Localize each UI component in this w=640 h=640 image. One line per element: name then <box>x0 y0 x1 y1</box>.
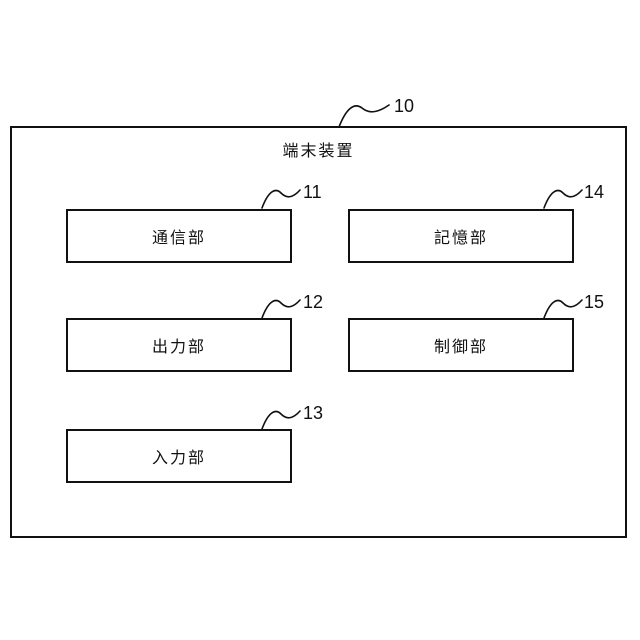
ref-label-10: 10 <box>394 96 415 116</box>
ref-label-13: 13 <box>303 403 324 423</box>
block-label: 制御部 <box>433 339 488 356</box>
ref-label-12: 12 <box>303 292 324 312</box>
block-label: 出力部 <box>151 339 206 356</box>
ref-label-15: 15 <box>584 292 605 312</box>
leader-squiggle-10 <box>338 104 390 128</box>
block-output-unit: 出力部 <box>66 318 292 372</box>
ref-label-11: 11 <box>303 182 322 202</box>
block-label: 通信部 <box>151 230 206 247</box>
terminal-device-box: 端末装置 <box>10 126 627 538</box>
diagram-title: 端末装置 <box>282 143 355 160</box>
block-storage-unit: 記憶部 <box>348 209 574 263</box>
block-control-unit: 制御部 <box>348 318 574 372</box>
block-communication-unit: 通信部 <box>66 209 292 263</box>
block-label: 入力部 <box>151 450 206 467</box>
block-input-unit: 入力部 <box>66 429 292 483</box>
block-label: 記憶部 <box>433 230 488 247</box>
ref-label-14: 14 <box>584 182 605 202</box>
